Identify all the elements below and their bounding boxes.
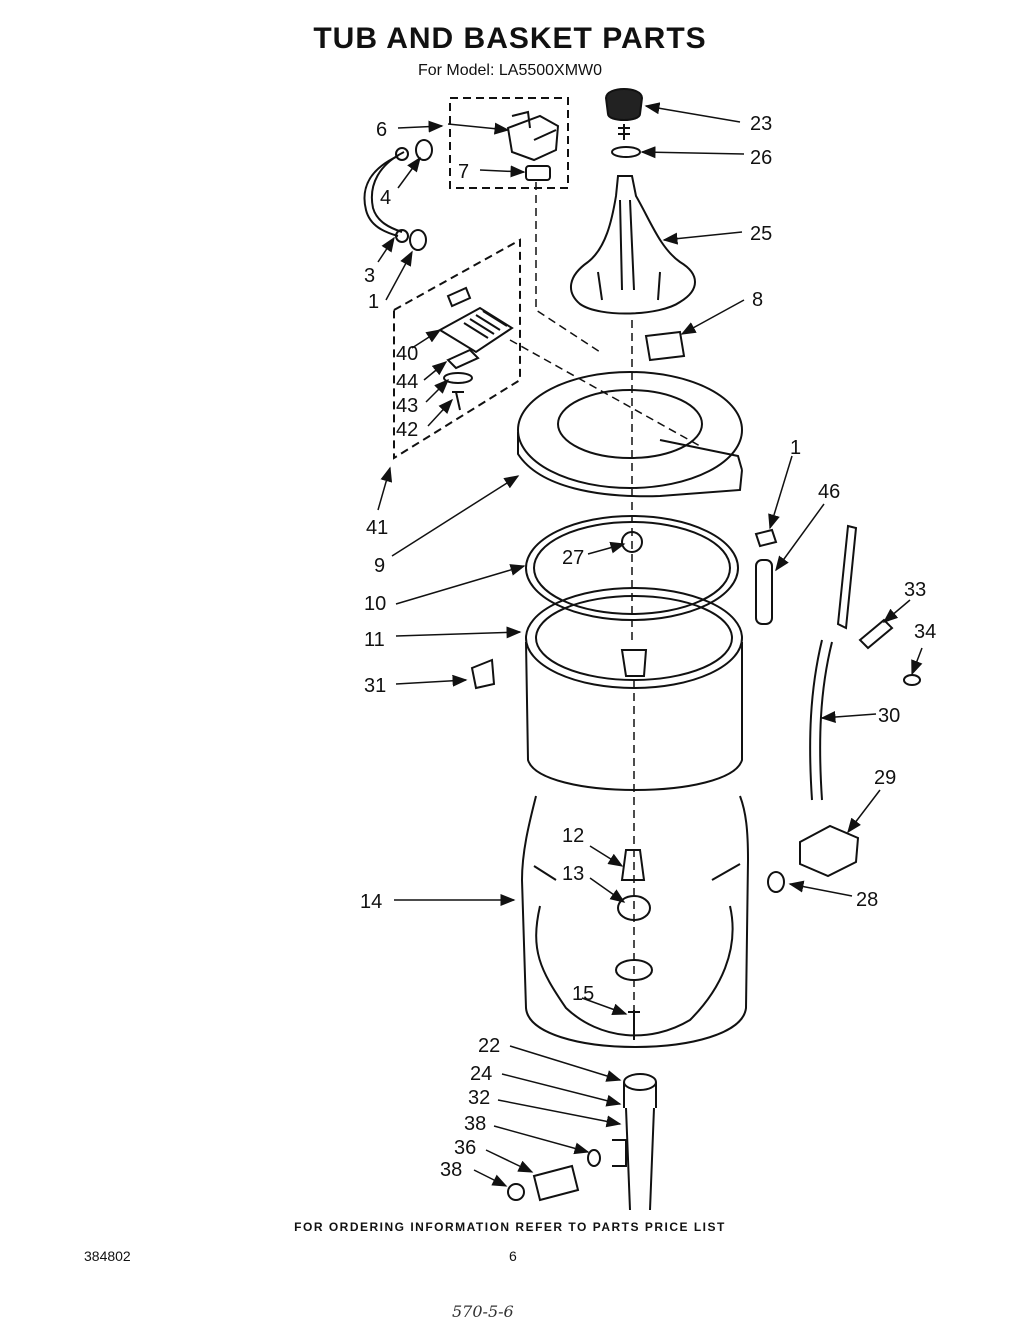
leader-arrows <box>377 102 923 1187</box>
tub-ring-part-9 <box>517 371 743 498</box>
label-part-44: 44 <box>396 371 418 393</box>
label-part-40: 40 <box>396 343 418 365</box>
label-part-1: 1 <box>368 291 379 313</box>
pump-part-29 <box>799 824 860 878</box>
page-number: 6 <box>509 1248 517 1264</box>
label-part-11: 11 <box>364 629 385 651</box>
handwritten-note: 570-5-6 <box>452 1302 514 1321</box>
bleach-dispenser-part-40 <box>438 286 514 354</box>
label-part-4: 4 <box>380 187 391 209</box>
label-part-12: 12 <box>562 825 584 847</box>
label-part-32: 32 <box>468 1087 490 1109</box>
label-part-8: 8 <box>752 289 763 311</box>
bleach-group-box <box>393 238 521 460</box>
label-part-24: 24 <box>470 1063 492 1085</box>
label-part-43: 43 <box>396 395 418 417</box>
drive-tube-assembly <box>507 1073 657 1211</box>
label-part-6: 6 <box>376 119 387 141</box>
label-part-28: 28 <box>856 889 878 911</box>
part-8 <box>644 330 686 362</box>
label-part-29: 29 <box>874 767 896 789</box>
document-number: 384802 <box>84 1248 131 1264</box>
fill-hose-assembly <box>363 139 433 251</box>
label-part-38-lower: 38 <box>440 1159 462 1181</box>
part-31 <box>470 658 496 690</box>
dispenser-part-6 <box>506 110 560 162</box>
label-part-10: 10 <box>364 593 386 615</box>
agitator-cap-part-23 <box>604 88 644 140</box>
label-part-25: 25 <box>750 223 772 245</box>
pad-part-7 <box>525 165 551 181</box>
label-part-26: 26 <box>750 147 772 169</box>
hose-part-30 <box>809 639 833 801</box>
label-part-38: 38 <box>464 1113 486 1135</box>
label-part-36: 36 <box>454 1137 476 1159</box>
page-title: TUB AND BASKET PARTS <box>313 22 707 55</box>
agitator-part-25 <box>570 175 696 315</box>
label-part-23: 23 <box>750 113 772 135</box>
label-part-42: 42 <box>396 419 418 441</box>
hose-upper <box>836 524 858 630</box>
part-34 <box>903 674 921 686</box>
label-part-9: 9 <box>374 555 385 577</box>
label-part-1-clip: 1 <box>790 437 801 459</box>
label-part-3: 3 <box>364 265 375 287</box>
label-part-41: 41 <box>366 517 388 539</box>
bleach-parts-44-43-42 <box>443 348 480 411</box>
label-part-33: 33 <box>904 579 926 601</box>
part-1-clip <box>754 528 778 548</box>
label-part-7: 7 <box>458 161 469 183</box>
label-part-14: 14 <box>360 891 382 913</box>
label-part-15: 15 <box>572 983 594 1005</box>
label-part-13: 13 <box>562 863 584 885</box>
part-46 <box>755 559 773 625</box>
outer-tub-part-14 <box>520 795 750 1048</box>
label-part-22: 22 <box>478 1035 500 1057</box>
part-33 <box>858 618 894 650</box>
label-part-46: 46 <box>818 481 840 503</box>
part-28 <box>767 871 785 893</box>
label-part-34: 34 <box>914 621 936 643</box>
washer-part-26 <box>611 146 641 158</box>
label-part-31: 31 <box>364 675 386 697</box>
ordering-note: FOR ORDERING INFORMATION REFER TO PARTS … <box>294 1220 726 1234</box>
dispenser-group-box <box>449 97 569 189</box>
model-subtitle: For Model: LA5500XMW0 <box>417 62 603 79</box>
label-part-27: 27 <box>562 547 584 569</box>
label-part-30: 30 <box>878 705 900 727</box>
part-12 <box>620 849 646 881</box>
dashed-leaders <box>509 182 701 1040</box>
